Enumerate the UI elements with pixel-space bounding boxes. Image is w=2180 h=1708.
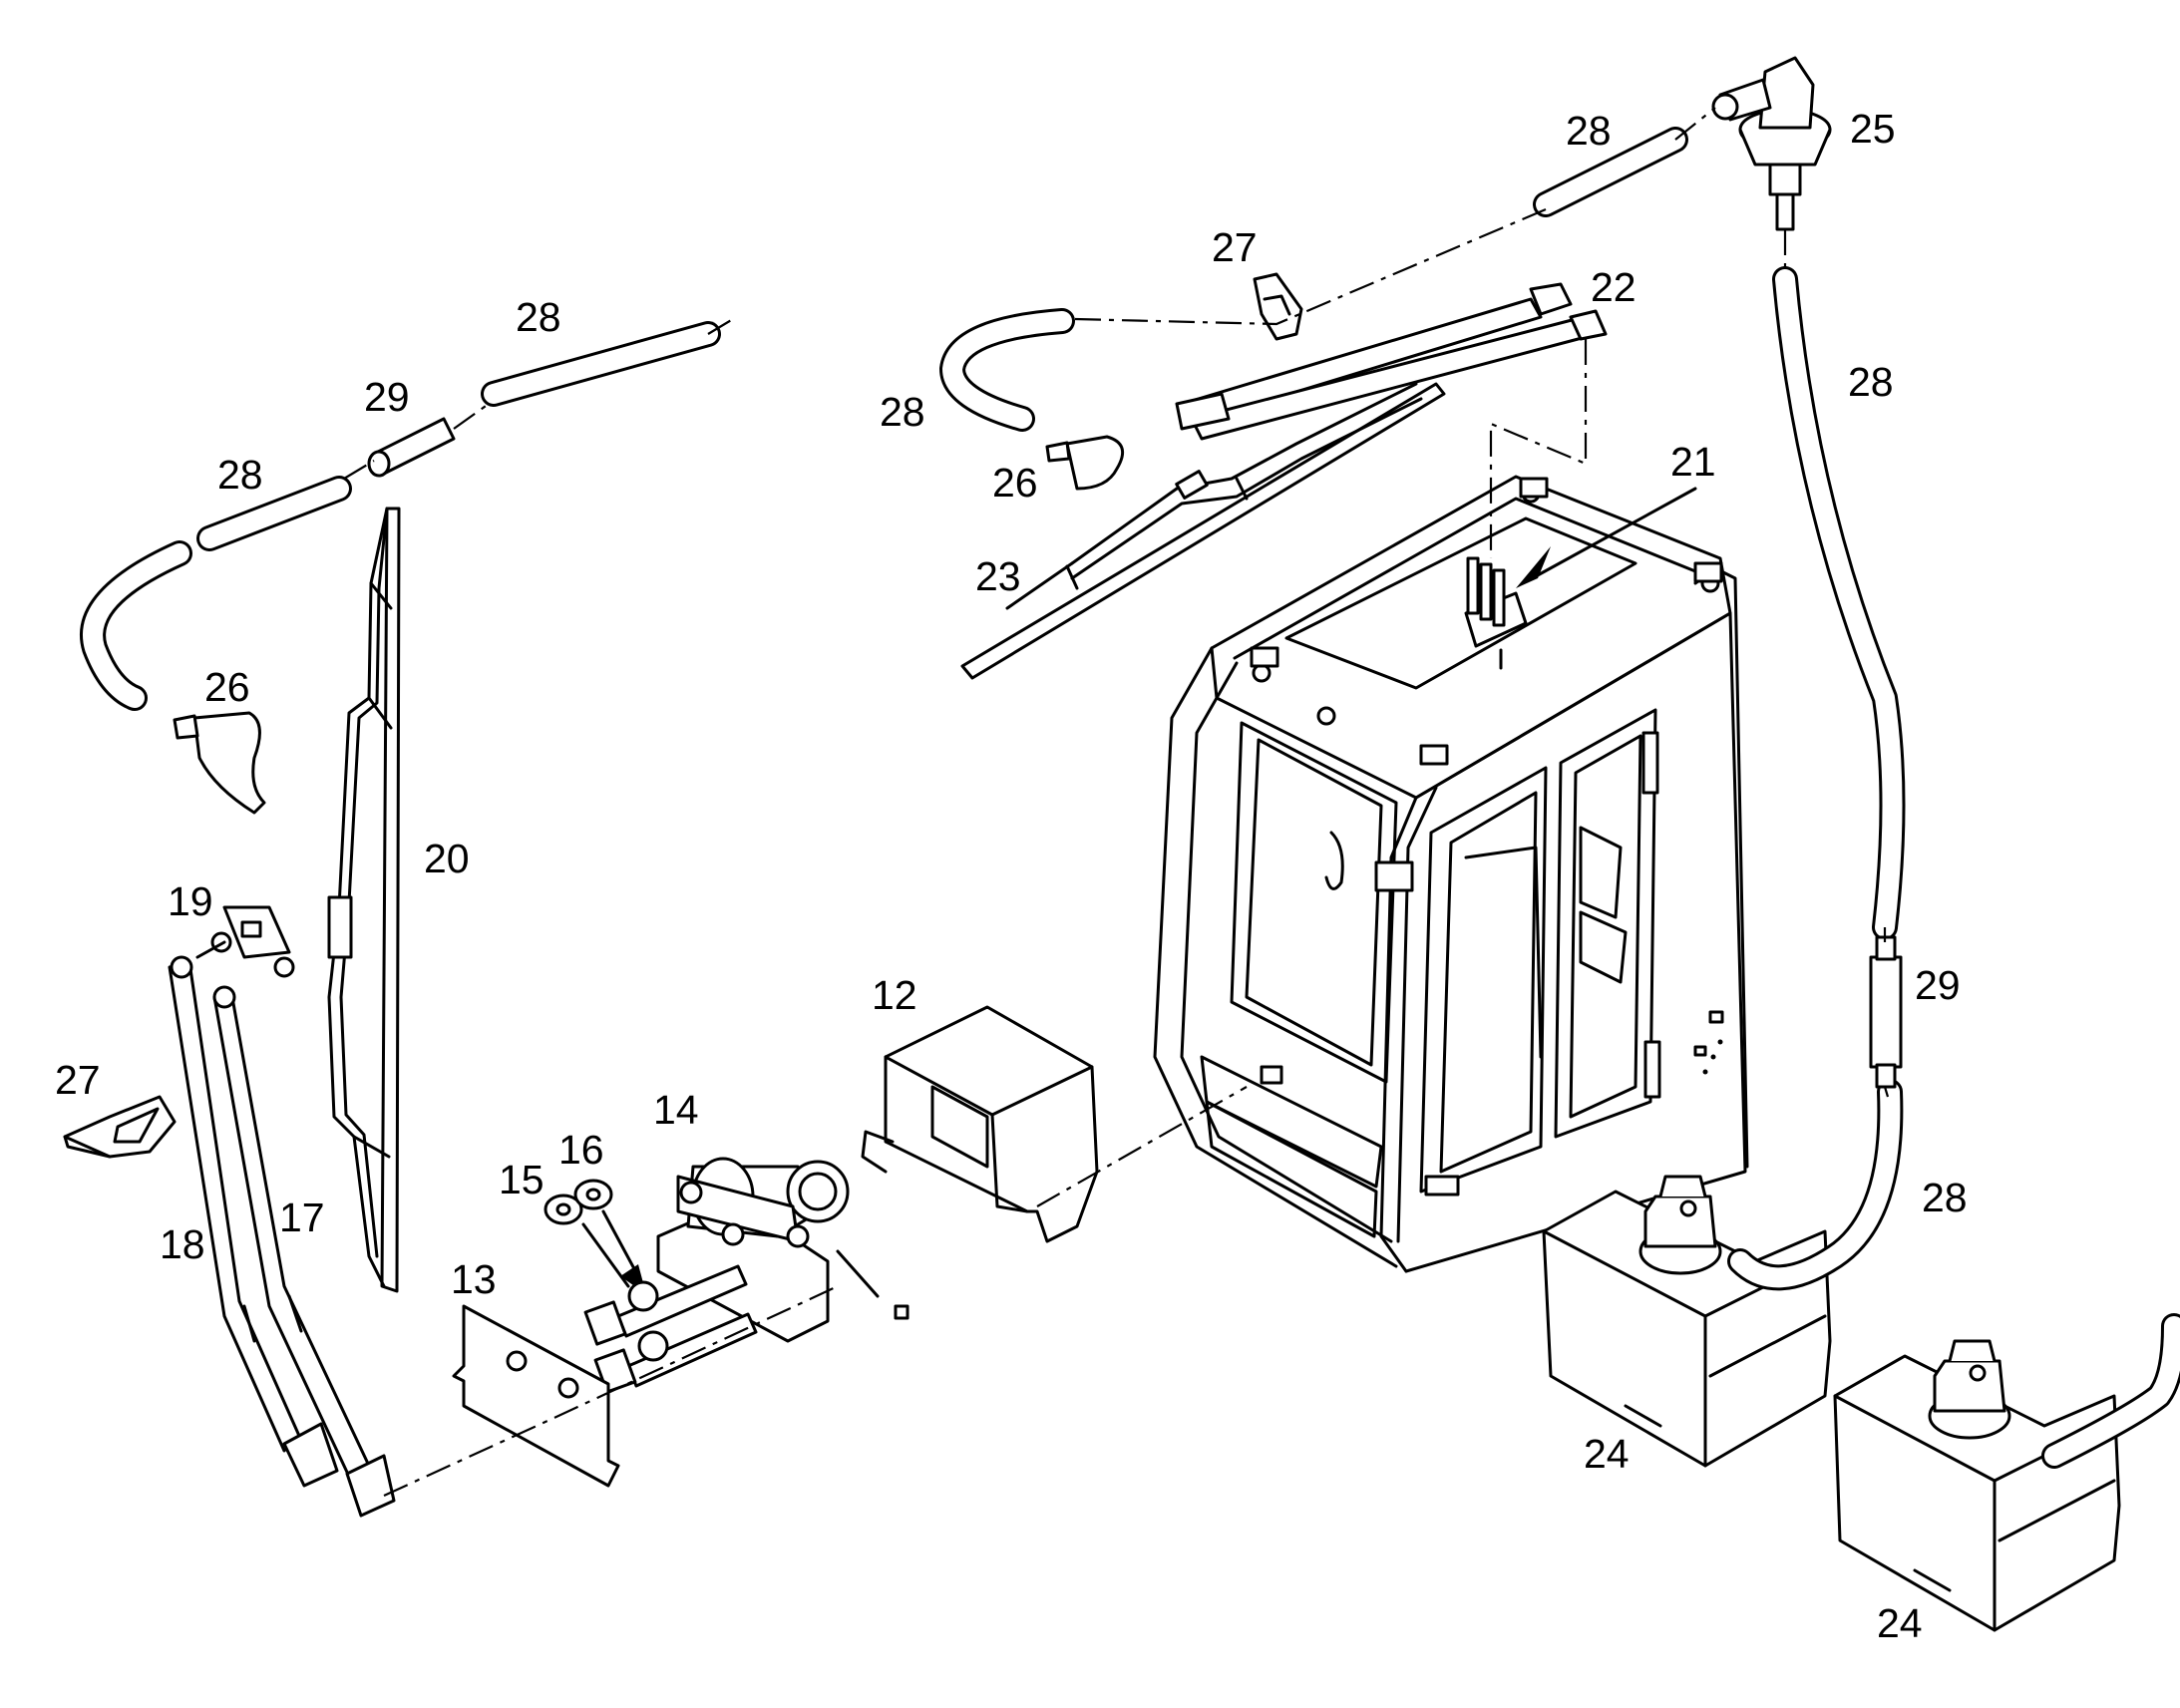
callout-labels: 12 13 14 15 16 17 18 19 20 21 22 23 24 2… <box>55 106 1968 1646</box>
callout-25: 25 <box>1850 106 1896 152</box>
callout-20: 20 <box>424 836 470 881</box>
callout-13: 13 <box>451 1256 497 1302</box>
callout-26b: 26 <box>992 460 1038 506</box>
part-24-washer-tank-a <box>1542 1175 1832 1468</box>
part-26-nozzles <box>173 435 1125 815</box>
callout-23: 23 <box>975 553 1021 599</box>
callout-15: 15 <box>499 1157 545 1202</box>
callout-29a: 29 <box>364 374 410 420</box>
callout-19: 19 <box>168 878 213 924</box>
callout-28e: 28 <box>1848 359 1894 405</box>
callout-24b: 24 <box>1877 1600 1923 1646</box>
callout-17: 17 <box>279 1195 325 1240</box>
callout-29b: 29 <box>1915 962 1961 1008</box>
part-19-bracket <box>195 905 295 978</box>
callout-12: 12 <box>872 972 917 1018</box>
part-29-connectors <box>367 417 1903 1089</box>
parts-17-18-wiper-arms <box>168 955 396 1518</box>
part-28-hoses <box>80 127 2180 1469</box>
part-27-clip-top <box>1253 272 1303 341</box>
part-27-clip-left <box>63 1095 177 1159</box>
callout-22: 22 <box>1591 264 1636 310</box>
callout-27a: 27 <box>55 1057 101 1103</box>
part-22-wiper-arm <box>1175 282 1608 441</box>
callout-24a: 24 <box>1584 1431 1630 1477</box>
callout-21: 21 <box>1670 439 1716 485</box>
part-24-washer-tank-b <box>1833 1339 2121 1632</box>
cab-frame <box>1153 475 1749 1273</box>
part-15-16-washers <box>544 1179 646 1294</box>
part-23-wiper-blade <box>960 382 1446 680</box>
assembly-leader-lines <box>343 107 1890 1498</box>
part-13-bracket-plate <box>452 1304 620 1488</box>
part-14-wiper-motor <box>656 1157 909 1343</box>
part-25-washer-pump <box>1711 56 1832 231</box>
callout-28c: 28 <box>880 389 925 435</box>
callout-28a: 28 <box>516 294 561 340</box>
callout-28f: 28 <box>1922 1175 1968 1220</box>
callout-27b: 27 <box>1212 224 1258 270</box>
part-21-mounting-studs <box>1464 487 1697 670</box>
part-12-motor-cover <box>861 1005 1099 1243</box>
motor-bolts <box>583 1264 758 1394</box>
part-20-wiper-blade <box>327 507 401 1293</box>
callout-28b: 28 <box>217 452 263 498</box>
callout-14: 14 <box>653 1087 699 1133</box>
callout-18: 18 <box>160 1221 205 1267</box>
callout-28d: 28 <box>1566 108 1612 154</box>
callout-16: 16 <box>558 1127 604 1173</box>
callout-26a: 26 <box>204 664 250 710</box>
